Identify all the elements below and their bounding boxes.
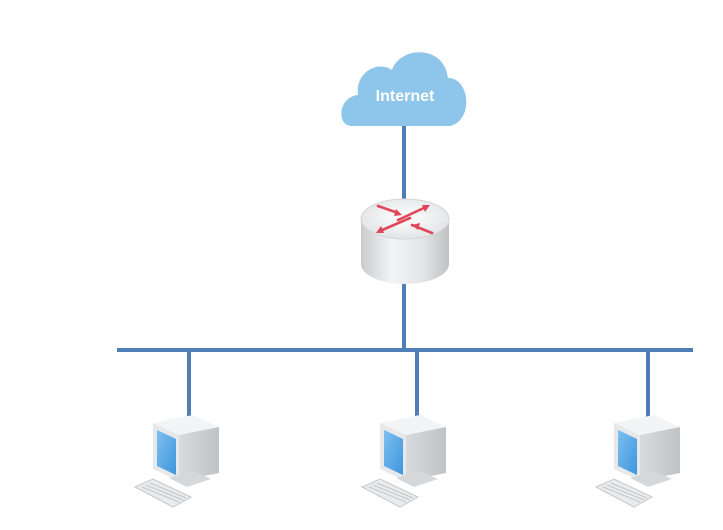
cloud-label: Internet: [376, 88, 435, 105]
screen: [618, 430, 637, 475]
monitor-stand: [169, 471, 211, 487]
monitor-stand: [396, 471, 438, 487]
computer-icon: [360, 415, 446, 508]
workstation-1: [133, 415, 219, 508]
router-arrows-icon: [376, 204, 434, 235]
screen: [157, 430, 176, 475]
monitor-side: [179, 427, 219, 481]
computer-icon: [594, 415, 680, 508]
internet-cloud-icon: Internet: [341, 52, 467, 126]
cloud-shape: [341, 52, 467, 126]
monitor-top: [614, 415, 680, 435]
router-icon: [360, 198, 450, 284]
monitor-side: [406, 427, 446, 481]
computer-icon: [133, 415, 219, 508]
monitor-top: [380, 415, 446, 435]
monitor-side: [640, 427, 680, 481]
workstation-3: [594, 415, 680, 508]
monitor-top: [153, 415, 219, 435]
links: [117, 120, 693, 418]
screen: [384, 430, 403, 475]
monitor-stand: [630, 471, 672, 487]
workstation-2: [360, 415, 446, 508]
